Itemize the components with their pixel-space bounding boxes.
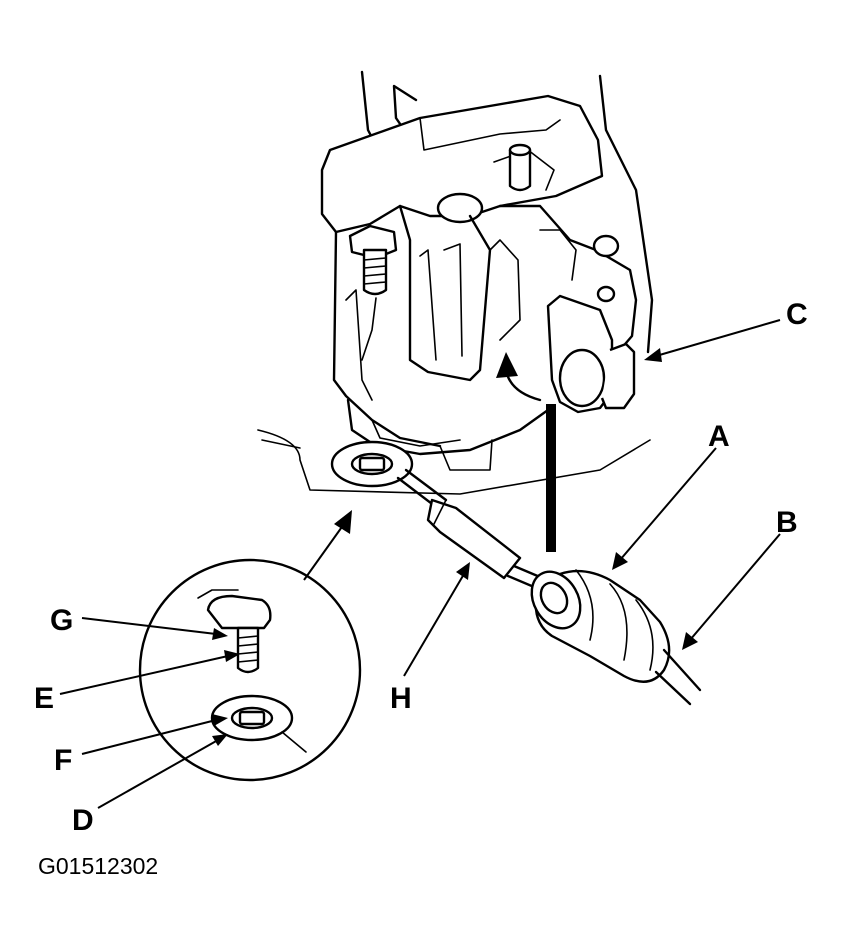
callout-g: G xyxy=(50,604,73,637)
cable-icon xyxy=(330,440,702,706)
callout-d: D xyxy=(72,804,94,837)
callout-c: C xyxy=(786,298,808,331)
door-latch-assembly-icon xyxy=(257,70,654,552)
leader-lines xyxy=(59,319,781,809)
callout-e: E xyxy=(34,682,54,715)
callout-a: A xyxy=(708,420,730,453)
callout-b: B xyxy=(776,506,798,539)
callout-h: H xyxy=(390,682,412,715)
callout-f: F xyxy=(54,744,72,777)
detail-magnifier-icon xyxy=(138,510,362,782)
figure-id: G01512302 xyxy=(38,853,158,879)
